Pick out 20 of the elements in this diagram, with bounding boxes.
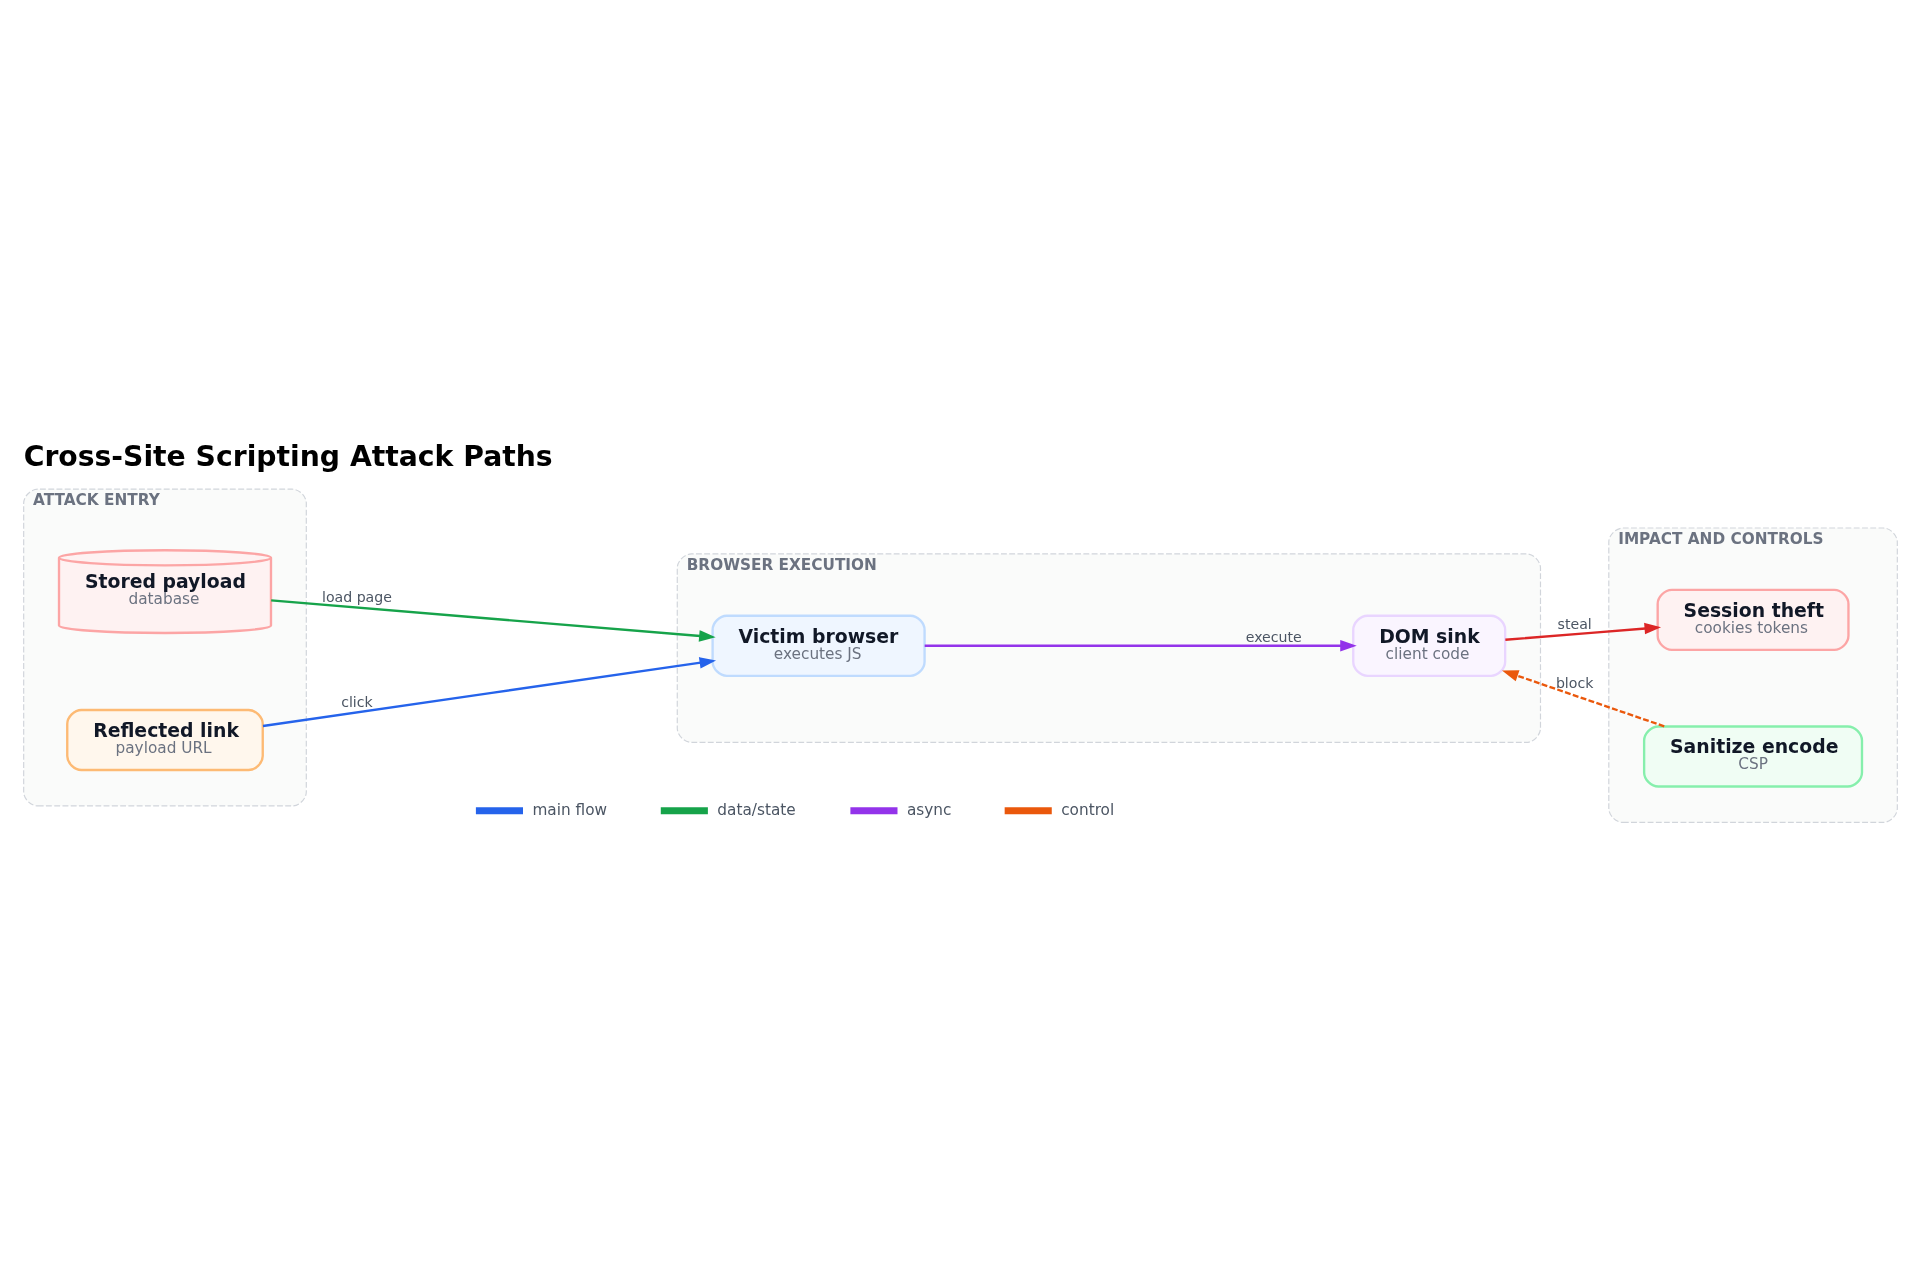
arrow [262,656,716,727]
legend-label: control [1060,800,1114,819]
legend-label: main flow [531,800,607,819]
edge-label: block [1555,674,1593,691]
arrow [1501,669,1665,727]
node-box: Sanitize encode CSP [1642,724,1863,788]
edge-label: execute [1245,628,1302,645]
node-box: Session theft cookies tokens [1656,588,1850,651]
edge-label: steal [1557,615,1592,632]
diagram-title: Cross-Site Scripting Attack Paths [23,439,553,473]
arrow [1504,622,1661,641]
legend-label: async [906,800,951,819]
edge-label: load page [321,588,392,605]
arrow [270,598,716,642]
node-box: DOM sink client code [1351,614,1506,677]
arrow [924,639,1357,652]
node-box: Reflected link payload URL [65,708,264,771]
edge-label: click [340,693,373,710]
node-box: Victim browser executes JS [710,614,926,677]
legend-label: data/state [716,800,796,819]
